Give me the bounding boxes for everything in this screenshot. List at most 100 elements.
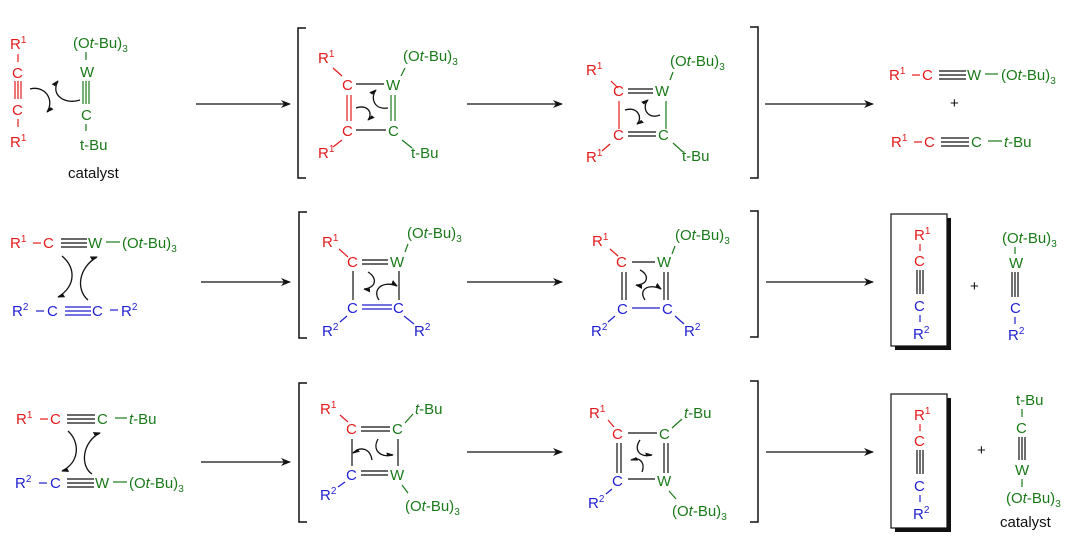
plus-sign: + [950,95,959,112]
bracket-left [298,382,307,523]
metallacycle-2b: R1 C W (Ot-Bu)3 C C R2 R2 [591,227,730,340]
svg-text:C: C [1016,420,1027,437]
svg-text:R2: R2 [322,322,339,340]
svg-text:C: C [914,433,925,450]
w-alkylidyne-start: R1 C W (Ot-Bu)3 [10,234,177,255]
svg-text:C: C [612,473,623,490]
svg-text:(Ot-Bu)3: (Ot-Bu)3 [670,53,725,73]
svg-text:R2: R2 [913,325,930,343]
svg-text:t-Bu: t-Bu [684,405,712,422]
electron-arrow [29,87,54,113]
svg-text:(Ot-Bu)3: (Ot-Bu)3 [672,503,727,523]
r1-label: R1 [10,35,27,53]
svg-text:C: C [388,123,399,140]
r1-label: R1 [10,133,27,151]
svg-text:t-Bu: t-Bu [1004,134,1032,151]
svg-text:C: C [662,301,673,318]
svg-text:C: C [616,254,627,271]
bracket-right [750,380,759,523]
svg-text:C: C [1010,300,1021,317]
svg-text:R1: R1 [16,410,33,428]
svg-text:W: W [88,235,103,252]
svg-text:C: C [347,300,358,317]
electron-arrow [51,80,81,102]
metallacycle-2a: R1 C W (Ot-Bu)3 C C R2 R2 [322,225,462,340]
metallacycle-3b: R1 C C t-Bu C W R2 (Ot-Bu)3 [588,404,727,523]
svg-text:C: C [346,421,357,438]
svg-text:R1: R1 [586,61,603,79]
svg-text:R2: R2 [588,494,605,512]
svg-text:R2: R2 [15,474,32,492]
svg-text:C: C [612,426,623,443]
electron-arrow [83,432,101,475]
svg-text:R1: R1 [914,406,931,424]
svg-text:C: C [97,411,108,428]
svg-text:C: C [43,235,54,252]
svg-text:(Ot-Bu)3: (Ot-Bu)3 [1002,230,1057,250]
atom-c: C [12,102,23,119]
mixed-alkyne-start: R1 C C t-Bu [16,410,157,428]
electron-arrow [79,256,98,301]
svg-text:C: C [342,77,353,94]
svg-text:W: W [1015,462,1030,479]
svg-text:C: C [659,426,670,443]
svg-text:R2: R2 [320,486,337,504]
bracket-right [750,26,759,179]
metallacycle-3a: R1 C C t-Bu C W R2 (Ot-Bu)3 [320,400,460,518]
svg-text:R2: R2 [591,322,608,340]
metallacycle-1b: R1 C W (Ot-Bu)3 C C R1 t-Bu [586,53,725,166]
svg-text:R2: R2 [1008,326,1025,344]
svg-text:C: C [924,134,935,151]
plus-sign: + [977,442,986,459]
svg-text:W: W [1009,255,1024,272]
bracket-left [298,211,307,339]
svg-text:R1: R1 [320,400,337,418]
atom-c: C [12,65,23,82]
product-box [890,393,948,529]
svg-text:C: C [392,421,403,438]
product-alkyne-1: R1 C C t-Bu [891,133,1032,151]
metallacycle-1a: R1 C W (Ot-Bu)3 C C R1 t-Bu [318,48,458,162]
svg-text:R1: R1 [889,66,906,84]
svg-text:R1: R1 [589,404,606,422]
svg-text:R1: R1 [914,226,931,244]
svg-text:C: C [50,411,61,428]
catalyst-label: catalyst [68,165,120,182]
bracket-right [750,210,759,338]
svg-text:C: C [50,475,61,492]
otbu3-label: (Ot-Bu)3 [73,35,128,55]
svg-text:W: W [390,254,405,271]
svg-text:C: C [971,134,982,151]
w-alkylidyne-product-2: (Ot-Bu)3 W C R2 [1002,230,1057,344]
atom-w: W [80,64,95,81]
svg-text:W: W [655,83,670,100]
svg-text:(Ot-Bu)3: (Ot-Bu)3 [403,48,458,68]
catalyst-regenerated: t-Bu C W (Ot-Bu)3 catalyst [1000,392,1061,531]
svg-text:W: W [390,467,405,484]
product-w-alkylidyne-1: R1 C W (Ot-Bu)3 [889,66,1056,87]
svg-text:R2: R2 [913,505,930,523]
svg-text:R2: R2 [684,322,701,340]
svg-text:t-Bu: t-Bu [415,401,443,418]
svg-text:(Ot-Bu)3: (Ot-Bu)3 [122,235,177,255]
atom-c: C [81,107,92,124]
svg-text:R1: R1 [318,49,335,67]
svg-text:R1: R1 [891,133,908,151]
plus-sign: + [970,278,979,295]
svg-text:C: C [342,123,353,140]
svg-text:C: C [914,253,925,270]
svg-text:C: C [613,127,624,144]
svg-text:C: C [47,303,58,320]
svg-text:C: C [914,478,925,495]
svg-text:R1: R1 [322,233,339,251]
svg-text:t-Bu: t-Bu [129,411,157,428]
svg-text:C: C [613,83,624,100]
svg-text:C: C [346,467,357,484]
svg-text:R1: R1 [592,232,609,250]
svg-text:C: C [393,300,404,317]
svg-text:C: C [922,67,933,84]
svg-text:W: W [657,254,672,271]
svg-text:R2: R2 [121,302,138,320]
svg-text:(Ot-Bu)3: (Ot-Bu)3 [1001,67,1056,87]
